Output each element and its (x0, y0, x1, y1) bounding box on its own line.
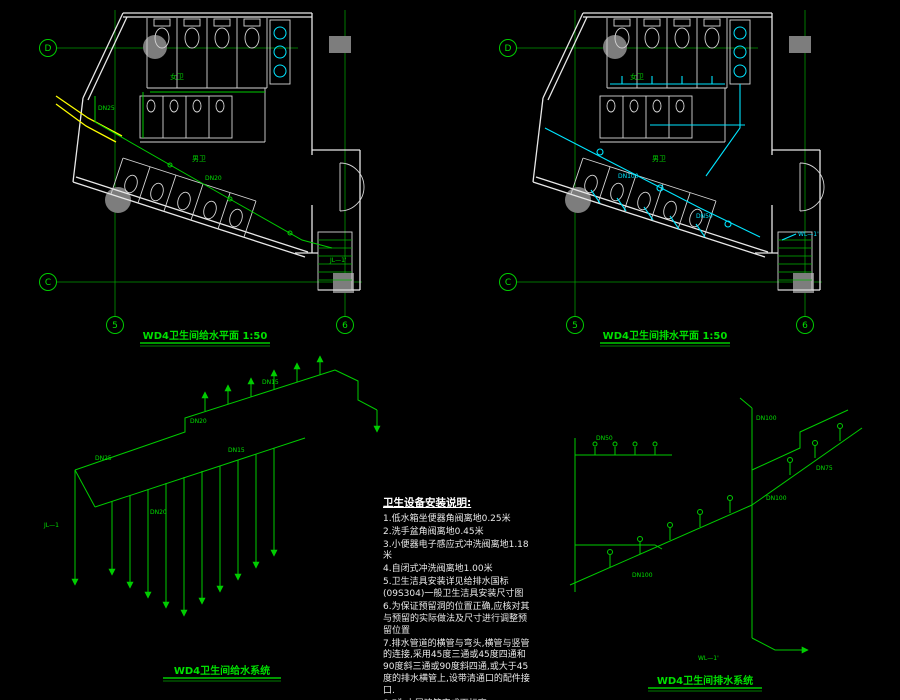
drain-plan-title: WD4卫生间排水平面 1:50 (603, 329, 728, 342)
pipe-label: DN100 (618, 173, 639, 180)
note-item: 7.排水管道的横管与弯头,横管与竖管的连接,采用45度三通或45度四通和90度斜… (383, 638, 530, 697)
pipe-label: DN50 (696, 213, 713, 220)
drain-system-title: WD4卫生间排水系统 (657, 674, 753, 687)
drain-plan-base (498, 9, 825, 335)
note-item: 2.洗手盆角阀离地0.45米 (383, 526, 484, 537)
supply-plan-base (38, 9, 365, 335)
pipe-label: DN100 (766, 495, 787, 502)
riser-label: JL—1 (43, 522, 59, 529)
stack-label: WL—1' (798, 231, 819, 238)
note-item: 3.小便器电子感应式冲洗阀离地1.18米 (383, 539, 529, 562)
notes-title: 卫生设备安装说明: (383, 497, 472, 509)
pipe-label: DN100 (632, 572, 653, 579)
pipe-label: DN20 (205, 175, 222, 182)
pipe-label: DN20 (190, 418, 207, 425)
riser-label: JL—1' (329, 257, 347, 264)
supply-plan-title: WD4卫生间给水平面 1:50 (143, 329, 268, 342)
notes-list: 1.低水箱坐便器角阀离地0.25米 2.洗手盆角阀离地0.45米 3.小便器电子… (383, 514, 533, 700)
pipe-label: DN50 (596, 435, 613, 442)
pipe-label: DN25 (95, 455, 112, 462)
pipe-label: DN75 (816, 465, 833, 472)
pipe-label: DN15 (228, 447, 245, 454)
supply-system-diagram: JL—1 DN25 DN20 DN15 DN20 DN15 (43, 355, 381, 617)
stack-label: WL—1' (698, 655, 719, 662)
note-item: 1.低水箱坐便器角阀离地0.25米 (383, 513, 511, 524)
pipe-label: DN100 (756, 415, 777, 422)
installation-notes-panel: 卫生设备安装说明: 1.低水箱坐便器角阀离地0.25米 2.洗手盆角阀离地0.4… (383, 497, 533, 700)
note-item: 4.自闭式冲洗阀离地1.00米 (383, 564, 493, 575)
drain-plan-pipes: DN100 WL—1' DN50 (544, 76, 819, 241)
drain-system-diagram: WL—1' DN100 DN50 DN100 DN75 DN100 (569, 397, 863, 662)
note-item: 5.卫生洁具安装详见给排水国标(09S304)一般卫生洁具安装尺寸图 (383, 577, 524, 600)
note-item: 8.F为本层建筑完成面标高, m. (383, 699, 533, 700)
note-item: 6.为保证预留洞的位置正确,应核对其与预留的实际做法及尺寸进行调整预留位置 (383, 601, 530, 636)
supply-plan-pipes: DN25 DN20 JL—1' (55, 91, 347, 264)
pipe-label: DN25 (98, 105, 115, 112)
supply-system-title: WD4卫生间给水系统 (174, 664, 270, 677)
pipe-label: DN20 (150, 509, 167, 516)
pipe-label: DN15 (262, 379, 279, 386)
